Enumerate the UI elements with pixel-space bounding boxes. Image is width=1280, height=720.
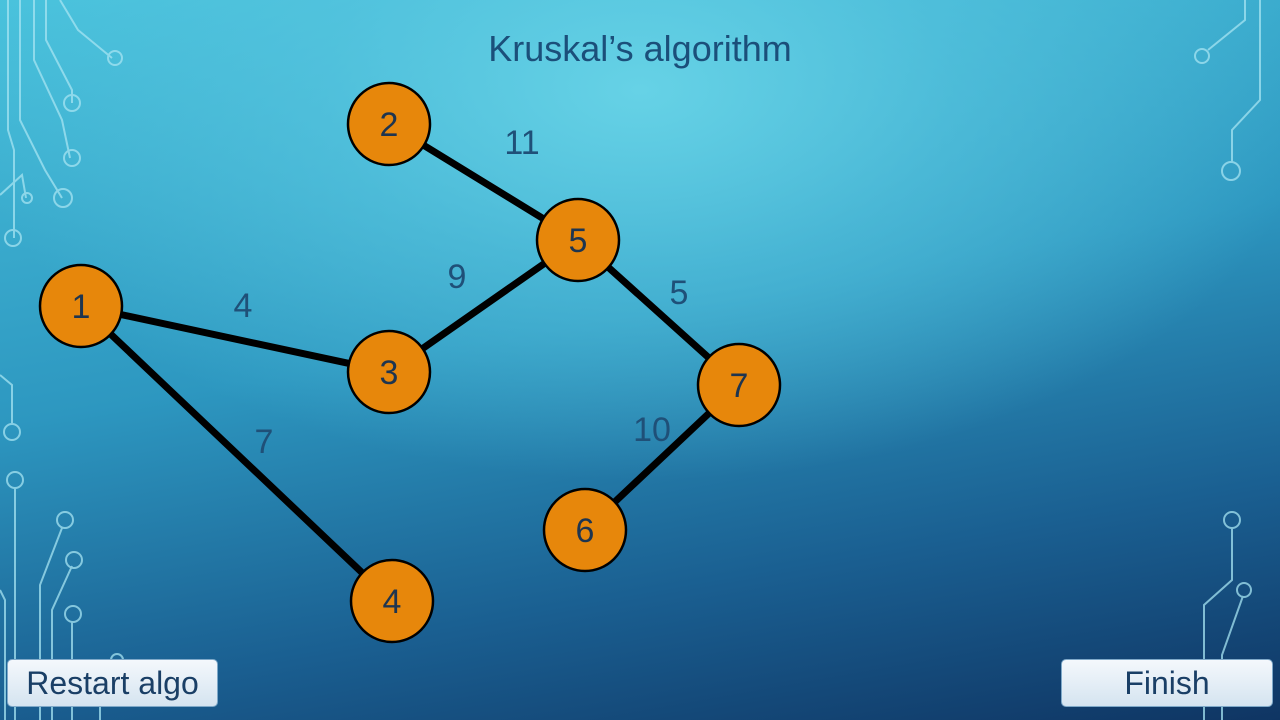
node-label: 7 — [730, 367, 749, 405]
node-2[interactable]: 2 — [346, 81, 432, 167]
edge-weight-3-5: 9 — [448, 258, 467, 296]
node-1[interactable]: 1 — [38, 263, 124, 349]
node-label: 2 — [380, 106, 399, 144]
edge-weight-2-5: 11 — [504, 124, 539, 162]
node-circle[interactable] — [346, 81, 432, 167]
node-label: 5 — [569, 222, 588, 260]
edge-weight-1-4: 7 — [255, 423, 274, 461]
node-circle[interactable] — [38, 263, 124, 349]
edge-1-4 — [77, 302, 396, 605]
node-circle[interactable] — [542, 487, 628, 573]
node-7[interactable]: 7 — [696, 342, 782, 428]
page-title: Kruskal’s algorithm — [488, 28, 792, 69]
edge-weight-1-3: 4 — [234, 287, 253, 325]
edge-weight-5-7: 5 — [670, 274, 689, 312]
edge-1-3 — [77, 302, 393, 376]
node-label: 6 — [576, 512, 595, 550]
edge-weight-6-7: 10 — [633, 411, 671, 449]
node-3[interactable]: 3 — [346, 329, 432, 415]
node-circle[interactable] — [349, 558, 435, 644]
node-circle[interactable] — [696, 342, 782, 428]
node-label: 1 — [72, 288, 91, 326]
node-4[interactable]: 4 — [349, 558, 435, 644]
node-circle[interactable] — [535, 197, 621, 283]
restart-algo-button[interactable]: Restart algo — [7, 659, 218, 707]
node-5[interactable]: 5 — [535, 197, 621, 283]
node-label: 3 — [380, 354, 399, 392]
node-circle[interactable] — [346, 329, 432, 415]
node-6[interactable]: 6 — [542, 487, 628, 573]
finish-button[interactable]: Finish — [1061, 659, 1273, 707]
node-label: 4 — [383, 583, 402, 621]
